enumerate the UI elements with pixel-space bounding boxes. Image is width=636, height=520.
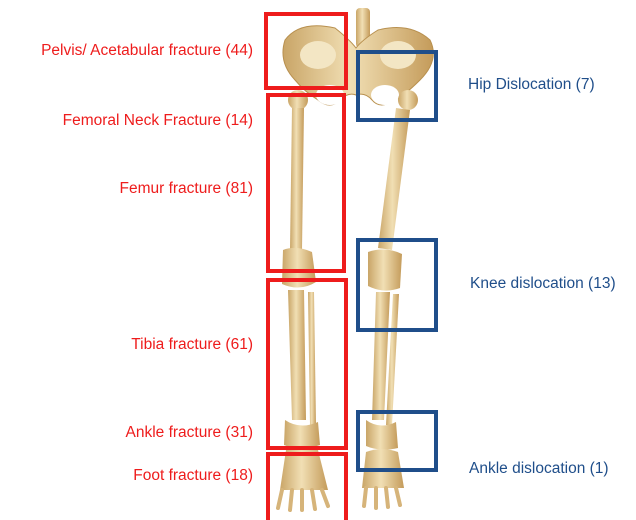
label-knee-dislocation: Knee dislocation (13) xyxy=(470,275,616,293)
right-leg-bones xyxy=(362,90,418,508)
label-foot-fracture: Foot fracture (18) xyxy=(133,467,253,485)
label-hip-dislocation: Hip Dislocation (7) xyxy=(468,76,595,94)
label-tibia-fracture: Tibia fracture (61) xyxy=(131,336,253,354)
box-femur xyxy=(268,95,344,271)
box-tibia xyxy=(268,280,346,448)
label-femoral-neck-fracture: Femoral Neck Fracture (14) xyxy=(63,112,253,130)
label-ankle-dislocation: Ankle dislocation (1) xyxy=(469,460,609,478)
label-pelvis-fracture: Pelvis/ Acetabular fracture (44) xyxy=(41,42,253,60)
label-ankle-fracture: Ankle fracture (31) xyxy=(126,424,254,442)
label-femur-fracture: Femur fracture (81) xyxy=(119,180,253,198)
